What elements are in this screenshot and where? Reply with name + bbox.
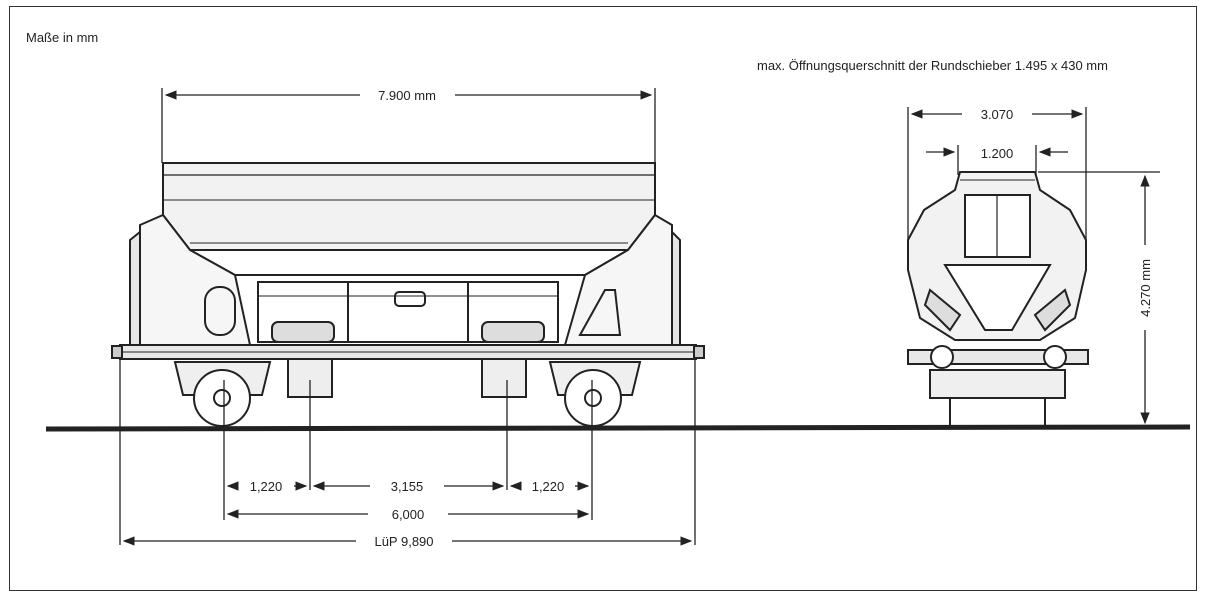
dim-overall-height: 4.270 mm — [1138, 259, 1153, 317]
dim-body-length: 7.900 mm — [378, 88, 436, 103]
dim-bogie-gap: 3,155 — [391, 479, 424, 494]
opening-note: max. Öffnungsquerschnitt der Rundschiebe… — [757, 58, 1108, 73]
side-view-wagon — [111, 162, 705, 427]
end-view-dimensions — [907, 107, 1160, 425]
dim-bogie-pivot-distance: 6,000 — [392, 507, 425, 522]
end-view-wagon — [907, 171, 1089, 428]
dim-overall-width: 3.070 — [981, 107, 1014, 122]
rail-line — [45, 424, 1191, 432]
units-label: Maße in mm — [26, 30, 99, 45]
dim-bogie-end-right: 1,220 — [532, 479, 565, 494]
dim-roof-width: 1.200 — [981, 146, 1014, 161]
dim-length-over-buffers: LüP 9,890 — [374, 534, 433, 549]
dim-bogie-end-left: 1,220 — [250, 479, 283, 494]
side-view-dimensions — [119, 88, 696, 546]
